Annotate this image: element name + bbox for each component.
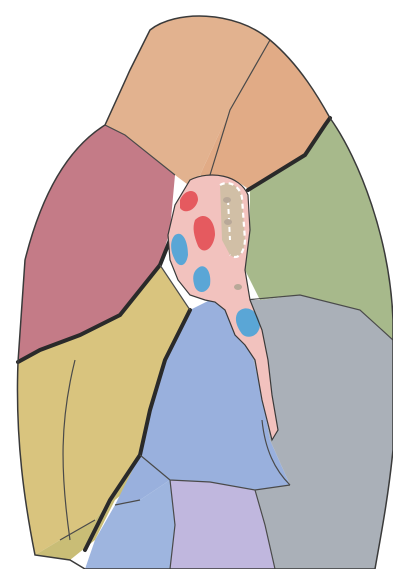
node-small-upper <box>223 197 231 203</box>
node-small-middle <box>224 219 232 225</box>
node-small-lower <box>234 284 242 290</box>
